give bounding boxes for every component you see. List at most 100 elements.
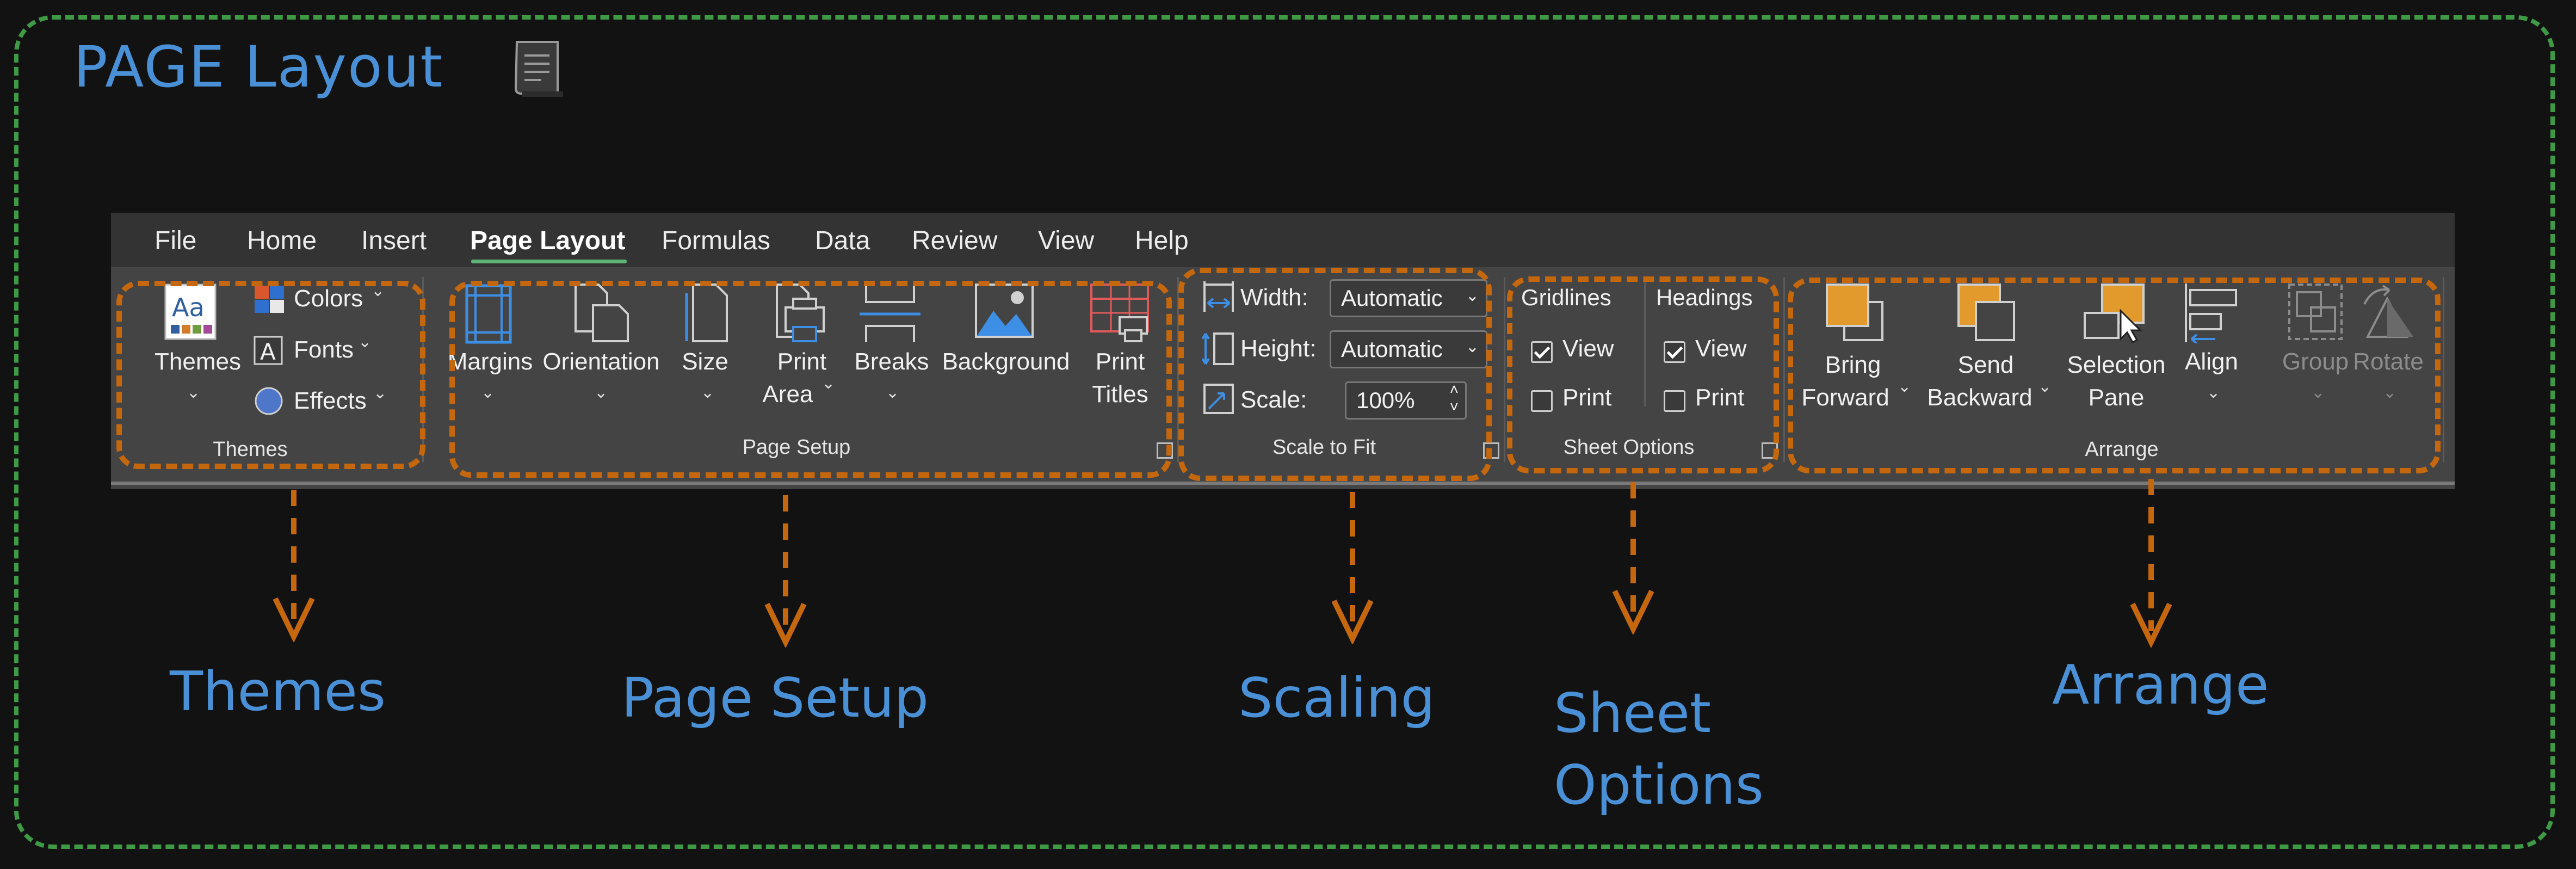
chevron-down-icon[interactable]: ⌄: [594, 384, 608, 402]
arrow-down-icon: [764, 495, 807, 648]
print-titles-label-line2[interactable]: Titles: [1092, 381, 1148, 408]
svg-text:Aa: Aa: [172, 293, 205, 322]
page-setup-group-label: Page Setup: [742, 436, 851, 459]
margins-button-label[interactable]: Margins: [447, 348, 533, 375]
send-backward-label-line1[interactable]: Send: [1957, 352, 2014, 378]
chevron-down-icon[interactable]: ⌄: [481, 384, 495, 402]
width-icon: [1203, 281, 1234, 312]
height-value: Automatic: [1341, 336, 1443, 362]
rotate-icon: [2363, 285, 2413, 338]
excel-ribbon: File Home Insert Page Layout Formulas Da…: [111, 213, 2455, 489]
headings-view-label[interactable]: View: [1695, 335, 1747, 362]
width-dropdown[interactable]: Automatic ⌄: [1330, 279, 1487, 317]
chevron-down-icon: ⌄: [1465, 287, 1479, 305]
sheet-options-group-label: Sheet Options: [1563, 436, 1695, 459]
print-titles-label-line1[interactable]: Print: [1095, 348, 1145, 375]
print-area-label-line2[interactable]: Area: [762, 381, 813, 408]
spin-up-icon[interactable]: ˄: [1449, 381, 1459, 398]
selection-pane-label-line2[interactable]: Pane: [2088, 384, 2145, 411]
themes-button-label[interactable]: Themes: [155, 348, 241, 375]
bring-forward-label-line1[interactable]: Bring: [1825, 352, 1881, 378]
document-icon: [514, 41, 563, 97]
headings-print-label[interactable]: Print: [1695, 384, 1745, 411]
scale-spinner[interactable]: 100% ˄˅: [1345, 381, 1467, 420]
chevron-down-icon[interactable]: ⌄: [1898, 378, 1912, 396]
fonts-button[interactable]: Fonts: [294, 336, 354, 363]
callout-scaling: Scaling: [1238, 666, 1436, 730]
selection-pane-label-line1[interactable]: Selection: [2067, 352, 2166, 378]
tab-help[interactable]: Help: [1135, 226, 1189, 255]
align-button-label[interactable]: Align: [2185, 348, 2238, 375]
tab-file[interactable]: File: [155, 226, 197, 255]
gridlines-heading: Gridlines: [1521, 285, 1611, 310]
spin-down-icon[interactable]: ˅: [1449, 398, 1459, 415]
arrow-down-icon: [1331, 492, 1374, 644]
callout-sheet-options-line1: Sheet: [1554, 681, 1712, 745]
outer-frame: [14, 15, 2555, 849]
height-dropdown[interactable]: Automatic ⌄: [1330, 330, 1487, 368]
align-icon[interactable]: [2183, 282, 2239, 343]
width-value: Automatic: [1341, 285, 1443, 311]
selection-pane-icon[interactable]: [2083, 282, 2148, 343]
send-backward-label-line2[interactable]: Backward: [1927, 384, 2033, 411]
gridlines-view-checkbox[interactable]: [1531, 341, 1553, 363]
tab-review[interactable]: Review: [912, 226, 998, 255]
page-title: PAGE Layout: [73, 34, 444, 100]
tab-page-layout[interactable]: Page Layout: [470, 226, 626, 255]
callout-page-setup: Page Setup: [621, 666, 929, 730]
gridlines-print-checkbox[interactable]: [1531, 390, 1553, 412]
scale-icon: [1203, 384, 1234, 414]
print-titles-icon[interactable]: [1089, 282, 1150, 343]
print-area-label-line1[interactable]: Print: [777, 348, 827, 375]
gridlines-print-label[interactable]: Print: [1562, 384, 1612, 411]
tab-home[interactable]: Home: [247, 226, 317, 255]
tab-view[interactable]: View: [1038, 226, 1095, 255]
bring-forward-icon[interactable]: [1825, 282, 1885, 342]
send-backward-icon[interactable]: [1956, 282, 2016, 342]
chevron-down-icon[interactable]: ⌄: [358, 333, 372, 351]
group-separator: [1504, 277, 1505, 462]
scaling-highlight: [1178, 268, 1492, 481]
effects-button[interactable]: Effects: [294, 387, 367, 414]
chevron-down-icon[interactable]: ⌄: [2207, 384, 2221, 402]
width-label: Width:: [1240, 284, 1308, 311]
height-icon: [1202, 332, 1234, 365]
svg-text:A: A: [260, 338, 276, 365]
arrow-down-icon: [1612, 482, 1654, 634]
height-label: Height:: [1240, 335, 1317, 362]
size-button-label[interactable]: Size: [682, 348, 728, 375]
sheet-options-divider: [1644, 281, 1646, 406]
chevron-down-icon: ⌄: [2311, 384, 2325, 402]
breaks-icon[interactable]: [857, 283, 923, 344]
scale-label: Scale:: [1240, 386, 1307, 413]
group-button-label: Group: [2282, 348, 2349, 375]
arrange-group-label: Arrange: [2085, 438, 2159, 461]
background-icon[interactable]: [974, 282, 1035, 342]
colors-button[interactable]: Colors: [294, 285, 363, 312]
chevron-down-icon[interactable]: ⌄: [373, 384, 387, 402]
effects-icon: [255, 387, 283, 415]
active-tab-indicator: [471, 260, 627, 263]
group-icon: [2288, 283, 2343, 340]
group-separator: [1783, 277, 1785, 462]
fonts-icon: A: [254, 336, 283, 365]
chevron-down-icon[interactable]: ⌄: [2038, 378, 2052, 396]
tab-insert[interactable]: Insert: [361, 226, 427, 255]
themes-icon[interactable]: Aa: [163, 282, 220, 341]
chevron-down-icon[interactable]: ⌄: [701, 384, 715, 402]
orientation-button-label[interactable]: Orientation: [542, 348, 660, 375]
background-button-label[interactable]: Background: [942, 348, 1070, 375]
headings-view-checkbox[interactable]: [1664, 341, 1685, 363]
gridlines-view-label[interactable]: View: [1562, 335, 1614, 362]
chevron-down-icon[interactable]: ⌄: [821, 374, 836, 392]
tab-data[interactable]: Data: [815, 226, 870, 255]
chevron-down-icon[interactable]: ⌄: [886, 384, 900, 402]
tab-formulas[interactable]: Formulas: [662, 226, 771, 255]
chevron-down-icon: ⌄: [1465, 338, 1479, 356]
breaks-button-label[interactable]: Breaks: [854, 348, 929, 375]
colors-icon: [255, 286, 284, 313]
scale-value: 100%: [1356, 387, 1415, 413]
bring-forward-label-line2[interactable]: Forward: [1801, 384, 1889, 411]
chevron-down-icon[interactable]: ⌄: [187, 384, 201, 402]
headings-print-checkbox[interactable]: [1664, 390, 1685, 412]
